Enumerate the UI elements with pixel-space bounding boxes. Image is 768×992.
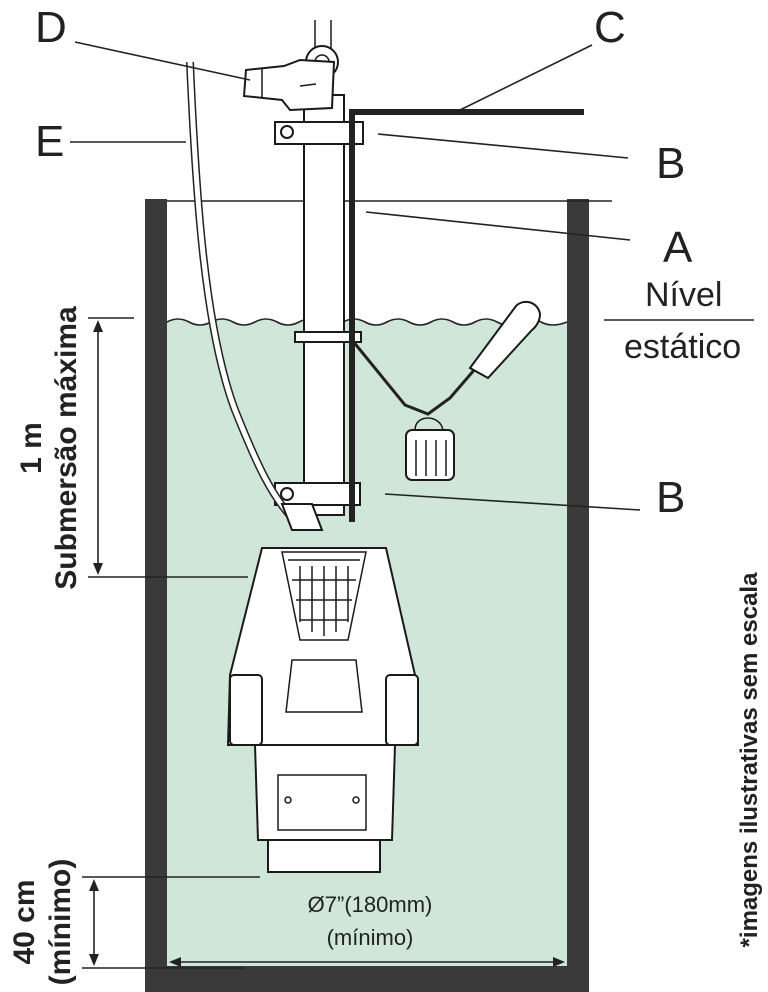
diameter-arrow-right (553, 957, 565, 967)
well-floor (145, 966, 589, 992)
float-cable (350, 339, 502, 416)
water-surface-wave (166, 318, 568, 326)
label-minimo-bottom: (mínimo) (327, 925, 414, 950)
mid-collar (294, 331, 362, 343)
clearance-arrow-top (89, 879, 99, 891)
label-one-m: 1 m (15, 422, 48, 474)
leader-d (74, 41, 251, 81)
upper-clamp-bolt (280, 125, 294, 139)
clearance-arrow-bottom (89, 954, 99, 966)
leader-c (459, 44, 593, 111)
label-disclaimer: *imagens ilustrativas sem escala (736, 572, 763, 948)
float-switch (468, 300, 542, 380)
label-c: C (594, 3, 626, 52)
well-wall-left (145, 199, 167, 992)
label-b-mid: B (656, 473, 685, 522)
upper-clamp (274, 121, 364, 145)
diameter-arrow-left (169, 957, 181, 967)
check-valve (242, 58, 336, 112)
label-b-top: B (656, 139, 685, 188)
check-valve-detail (261, 68, 317, 98)
support-cable (349, 109, 584, 522)
leader-b-top (377, 133, 629, 159)
label-nivel: Nível (645, 276, 722, 314)
label-d: D (35, 3, 67, 52)
leader-b-mid (384, 493, 641, 511)
lower-clamp-bolt (280, 487, 294, 501)
label-estatico: estático (624, 328, 741, 366)
float-weight (405, 417, 455, 481)
label-submersao-maxima: Submersão máxima (50, 306, 83, 590)
label-minimo-left: (mínimo) (44, 859, 77, 986)
leader-a (365, 211, 631, 241)
label-e: E (35, 117, 64, 166)
label-forty-cm: 40 cm (8, 879, 41, 964)
well-wall-right (567, 199, 589, 992)
label-diameter: Ø7”(180mm) (308, 892, 433, 917)
submersible-pump (226, 503, 420, 873)
discharge-pipe (303, 94, 345, 516)
label-a: A (663, 223, 693, 272)
submersion-arrow-top (93, 320, 103, 332)
submersion-arrow-bottom (93, 563, 103, 575)
flexible-hose-inner (187, 61, 302, 528)
